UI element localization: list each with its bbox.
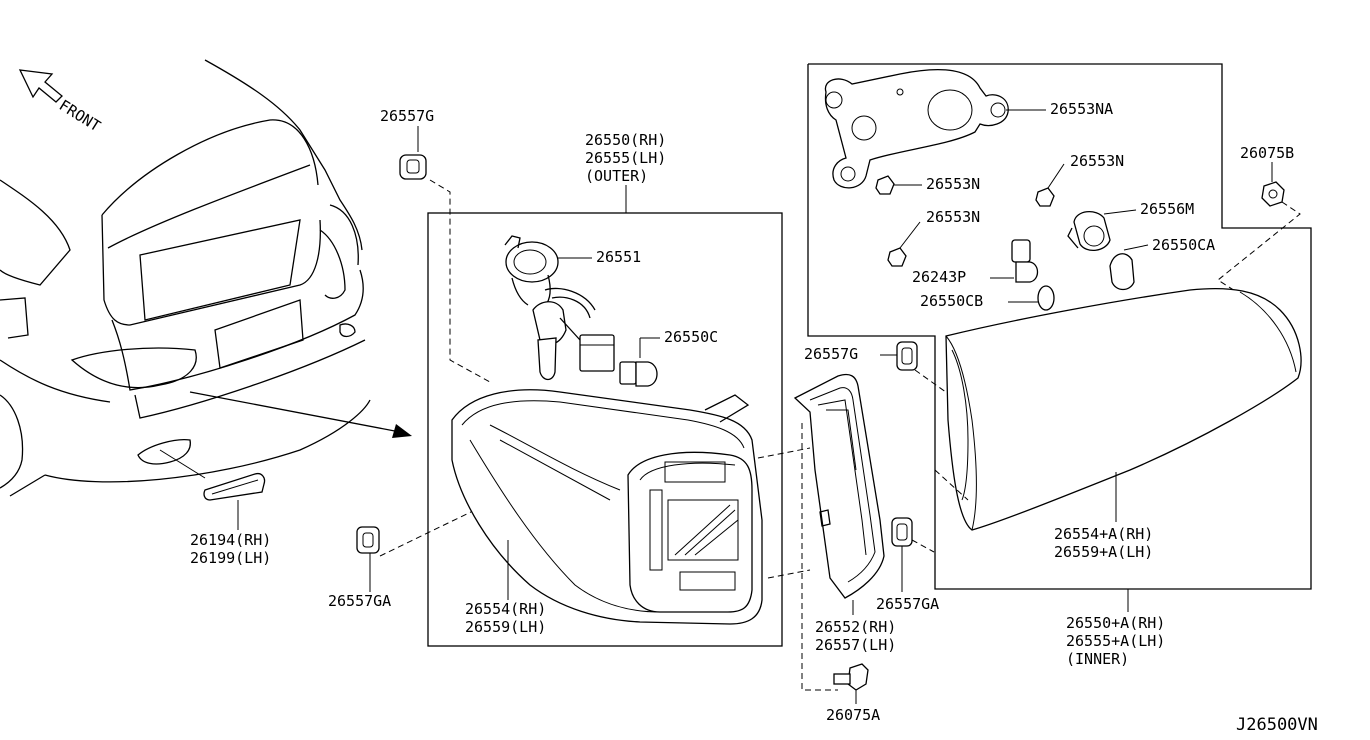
callout-26550CB: 26550CB: [920, 292, 983, 310]
callout-26075B: 26075B: [1240, 144, 1294, 162]
bulb-socket-26551: [504, 235, 559, 307]
clip-26553N-a: [875, 175, 895, 195]
callout-26550A-rh: 26550+A(RH): [1066, 614, 1165, 632]
front-label: FRONT: [56, 96, 104, 135]
clip-26557G-top: [399, 154, 427, 180]
callout-26550-rh: 26550(RH): [585, 131, 666, 149]
wiring-harness: [532, 287, 615, 381]
socket-26556M: [1067, 211, 1111, 251]
callout-26557G-top: 26557G: [380, 107, 434, 125]
bulb-26243P: [1011, 239, 1039, 283]
callout-26243P: 26243P: [912, 268, 966, 286]
callout-26550CA: 26550CA: [1152, 236, 1215, 254]
callout-26550C: 26550C: [664, 328, 718, 346]
nut-26075B: [1261, 181, 1285, 207]
callout-26555A-lh: 26555+A(LH): [1066, 632, 1165, 650]
callout-outer: (OUTER): [585, 167, 648, 185]
bulb-26550CA: [1109, 253, 1135, 291]
clip-26557GA-left: [356, 526, 380, 554]
callout-26553N-b: 26553N: [1070, 152, 1124, 170]
callout-26557-lh: 26557(LH): [815, 636, 896, 654]
front-arrow-icon: [18, 69, 63, 103]
bulb-26550CB: [1037, 285, 1055, 311]
clip-26557GA-mid: [891, 517, 913, 547]
callout-26554-rh: 26554(RH): [465, 600, 546, 618]
pointer-arrow: [189, 391, 412, 438]
outer-lamp-box: [427, 212, 783, 647]
clip-26553N-c: [887, 247, 907, 267]
callout-26194-rh: 26194(RH): [190, 531, 271, 549]
plate-26553NA: [824, 69, 1009, 189]
bulb-26550C: [619, 361, 658, 387]
callout-26075A: 26075A: [826, 706, 880, 724]
inner-lamp-lens: [945, 287, 1302, 531]
callout-26555-lh: 26555(LH): [585, 149, 666, 167]
callout-26554A-rh: 26554+A(RH): [1054, 525, 1153, 543]
gasket-26552: [793, 373, 885, 599]
clip-26557G-mid: [896, 341, 918, 371]
callout-26557GA-left: 26557GA: [328, 592, 391, 610]
side-reflector-part: [203, 472, 266, 501]
callout-26557G-mid: 26557G: [804, 345, 858, 363]
clip-26553N-b: [1035, 187, 1055, 207]
bolt-26075A: [833, 663, 869, 691]
callout-26553NA: 26553NA: [1050, 100, 1113, 118]
callout-inner: (INNER): [1066, 650, 1129, 668]
vehicle-rear-illustration: [0, 59, 371, 497]
diagram-id: J26500VN: [1236, 715, 1318, 735]
inner-lamp-box: [807, 63, 1312, 590]
outer-lamp-lens: [451, 389, 763, 625]
callout-26553N-a: 26553N: [926, 175, 980, 193]
callout-26553N-c: 26553N: [926, 208, 980, 226]
callout-26559A-lh: 26559+A(LH): [1054, 543, 1153, 561]
callout-26551: 26551: [596, 248, 641, 266]
callout-26556M: 26556M: [1140, 200, 1194, 218]
callout-26552-rh: 26552(RH): [815, 618, 896, 636]
callout-26559-lh: 26559(LH): [465, 618, 546, 636]
callout-26557GA-mid: 26557GA: [876, 595, 939, 613]
callout-26199-lh: 26199(LH): [190, 549, 271, 567]
